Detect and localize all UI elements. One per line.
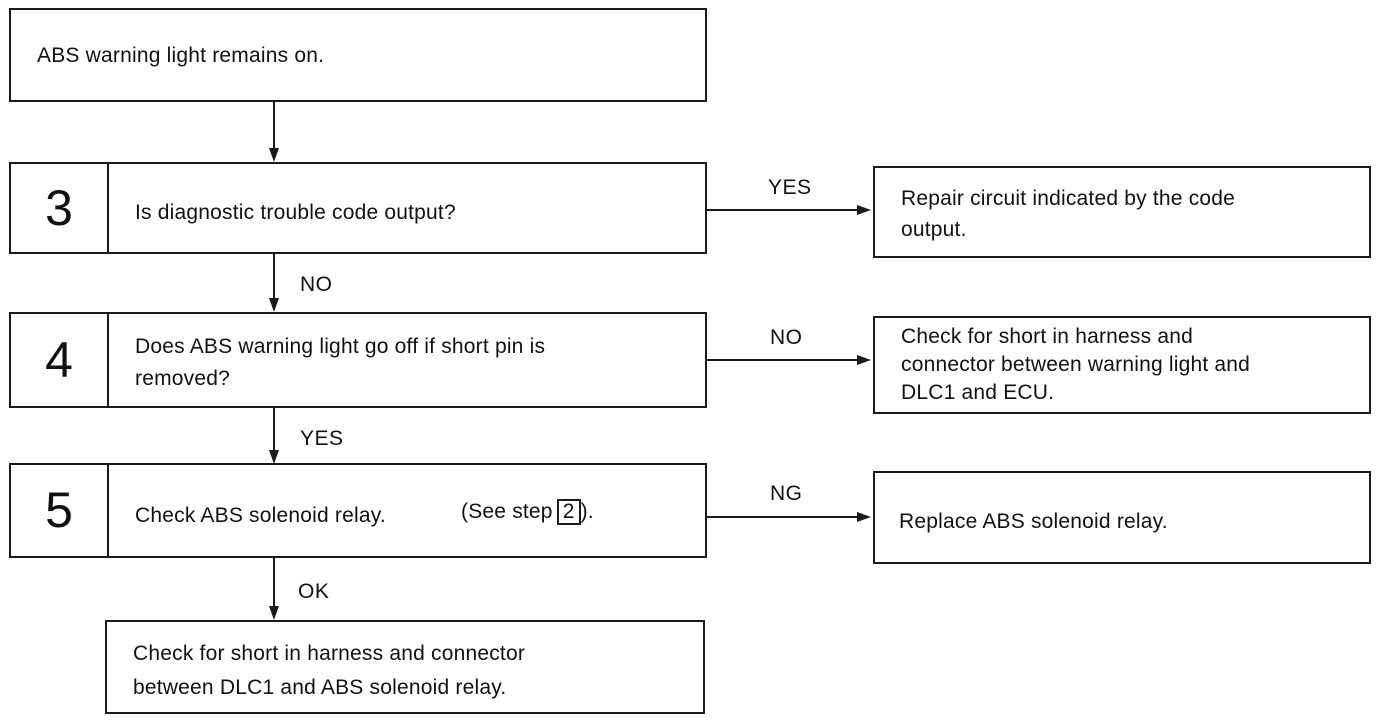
end-text-line-1: Check for short in harness and connector bbox=[133, 642, 526, 665]
step-3-divider bbox=[107, 164, 109, 252]
step-5-ok-label: OK bbox=[298, 580, 330, 603]
step-3-box: 3 Is diagnostic trouble code output? bbox=[9, 162, 707, 254]
arrowhead-start-to-step3 bbox=[269, 148, 279, 162]
start-text: ABS warning light remains on. bbox=[37, 44, 325, 67]
arrowhead-step3-to-step4 bbox=[269, 298, 279, 312]
step-3-result-line-2: output. bbox=[901, 218, 967, 241]
step-3-question: Is diagnostic trouble code output? bbox=[135, 201, 456, 224]
end-box: Check for short in harness and connector… bbox=[105, 620, 705, 714]
arrowhead-step5-to-end bbox=[269, 606, 279, 620]
step-4-result-box: Check for short in harness and connector… bbox=[873, 316, 1371, 414]
step-4-result-line-2: connector between warning light and bbox=[901, 353, 1251, 376]
step-4-question-line-2: removed? bbox=[135, 367, 230, 390]
step-5-ng-label: NG bbox=[770, 482, 803, 505]
step-5-ref-suffix: ). bbox=[580, 500, 594, 523]
connector-step4-to-step5 bbox=[273, 408, 275, 452]
step-5-divider bbox=[107, 465, 109, 556]
connector-start-to-step3 bbox=[273, 102, 275, 150]
step-4-no-arrowhead bbox=[857, 355, 871, 365]
step-5-ng-line bbox=[707, 516, 857, 518]
step-5-result-box: Replace ABS solenoid relay. bbox=[873, 471, 1371, 564]
step-4-yes-label: YES bbox=[300, 427, 344, 450]
step-4-question-line-1: Does ABS warning light go off if short p… bbox=[135, 335, 546, 358]
step-4-number: 4 bbox=[45, 332, 73, 388]
step-4-result-line-3: DLC1 and ECU. bbox=[901, 381, 1055, 404]
end-text-line-2: between DLC1 and ABS solenoid relay. bbox=[133, 676, 507, 699]
step-5-ng-arrowhead bbox=[857, 512, 871, 522]
step-5-number: 5 bbox=[45, 482, 73, 538]
step-5-question: Check ABS solenoid relay. bbox=[135, 504, 386, 527]
step-4-no-line bbox=[707, 359, 857, 361]
step-3-result-box: Repair circuit indicated by the code out… bbox=[873, 166, 1371, 258]
step-3-yes-label: YES bbox=[768, 176, 812, 199]
step-4-result-line-1: Check for short in harness and bbox=[901, 325, 1193, 348]
step-3-yes-line bbox=[707, 209, 857, 211]
step-4-divider bbox=[107, 314, 109, 406]
step-5-result-line-1: Replace ABS solenoid relay. bbox=[899, 510, 1168, 533]
step-4-no-label: NO bbox=[770, 326, 803, 349]
step-5-ref-prefix: (See step bbox=[461, 500, 553, 523]
start-box: ABS warning light remains on. bbox=[9, 8, 707, 102]
step-3-result-line-1: Repair circuit indicated by the code bbox=[901, 187, 1236, 210]
step-3-number: 3 bbox=[45, 180, 73, 236]
connector-step3-to-step4 bbox=[273, 254, 275, 300]
connector-step5-to-end bbox=[273, 558, 275, 608]
arrowhead-step4-to-step5 bbox=[269, 450, 279, 464]
step-4-box: 4 Does ABS warning light go off if short… bbox=[9, 312, 707, 408]
step-3-yes-arrowhead bbox=[857, 205, 871, 215]
step-3-no-label: NO bbox=[300, 273, 333, 296]
step-2-reference-box: 2 bbox=[556, 499, 581, 525]
